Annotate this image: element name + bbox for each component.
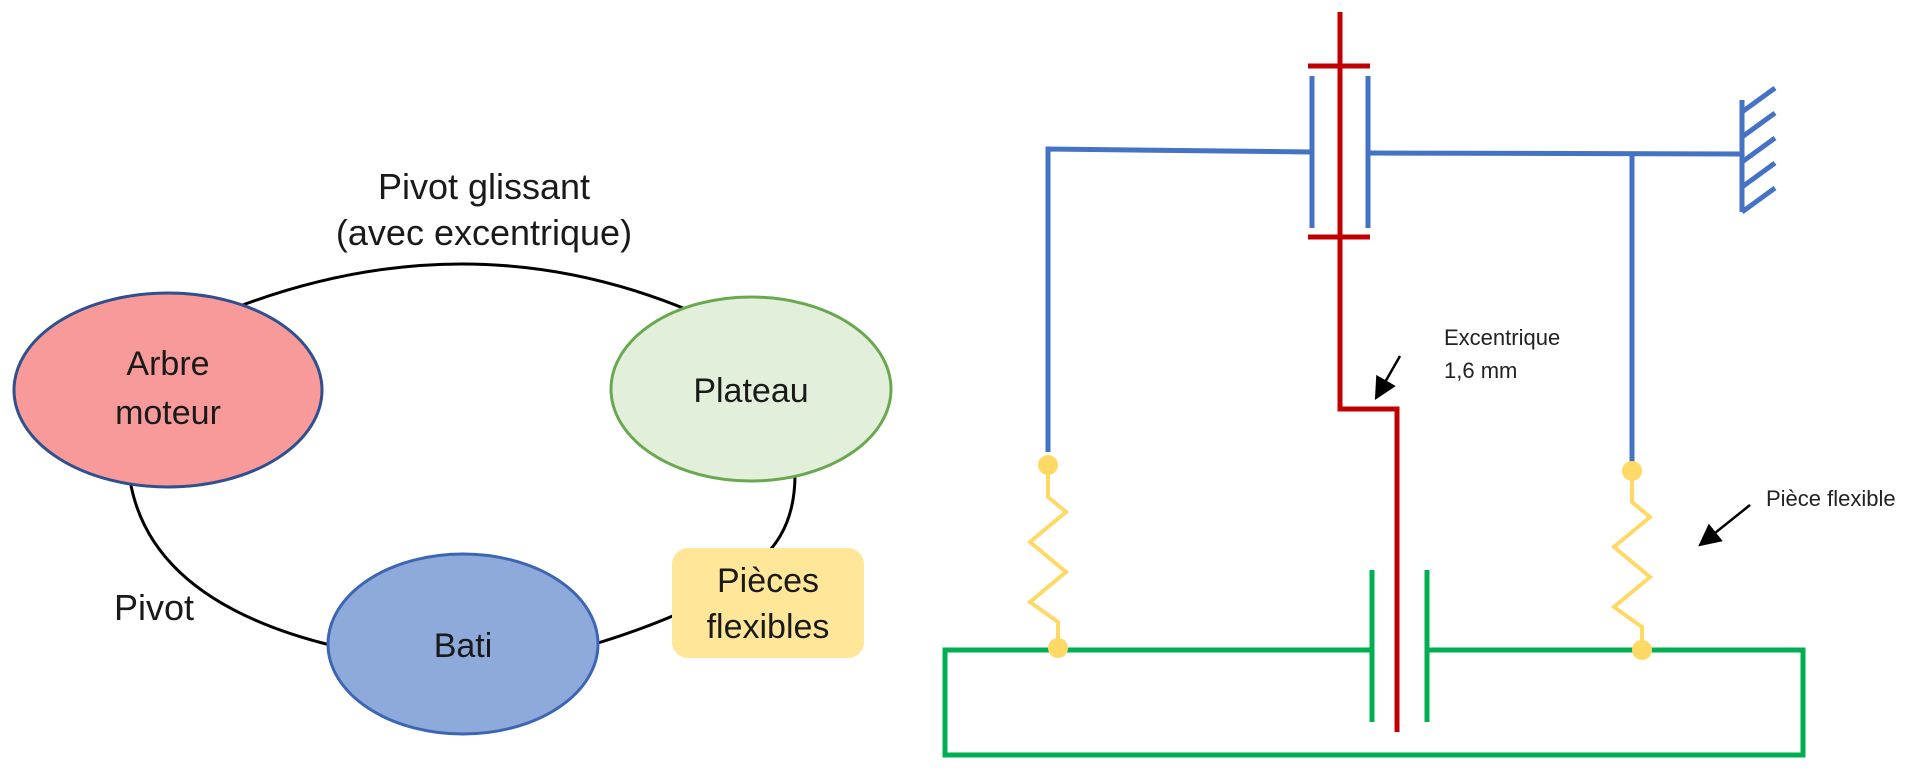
arrow-piece-flexible xyxy=(1698,504,1751,547)
edge-pivot xyxy=(128,479,331,647)
label-pivot-glissant: Pivot glissant xyxy=(378,166,590,207)
edge-bati-flex xyxy=(597,613,676,645)
bati-left-bar xyxy=(942,647,1806,758)
plateau-left-arm xyxy=(1045,146,1313,452)
node-plateau-label: Plateau xyxy=(693,372,808,410)
spring-right xyxy=(1610,461,1654,660)
node-flex-label-line1: Pièces xyxy=(717,562,819,600)
node-arbre-label-line2: moteur xyxy=(115,394,221,432)
node-arbre-label-line1: Arbre xyxy=(126,345,209,383)
kinematic-schematic: Excentrique 1,6 mm Pièce flexible xyxy=(942,12,1896,758)
arbre-shaft-path xyxy=(1337,12,1400,732)
spring-right-bottom-joint xyxy=(1632,640,1652,660)
spring-left-top-joint xyxy=(1038,455,1058,475)
spring-left-bottom-joint xyxy=(1048,638,1068,658)
node-arbre-moteur xyxy=(12,291,324,489)
node-bati-label: Bati xyxy=(434,627,493,665)
edge-pivot-glissant xyxy=(239,262,689,312)
node-bati xyxy=(326,552,600,736)
node-plateau xyxy=(609,295,893,483)
annotation-piece-flexible: Pièce flexible xyxy=(1766,486,1896,511)
annotation-excentrique-line1: Excentrique xyxy=(1444,325,1560,350)
ground-symbol xyxy=(1739,85,1777,215)
label-avec-excentrique: (avec excentrique) xyxy=(336,212,632,253)
node-pieces-flexibles xyxy=(672,548,864,658)
plateau-right-arm xyxy=(1367,150,1743,157)
edge-flex-plateau xyxy=(759,474,797,562)
spring-left xyxy=(1026,455,1070,658)
node-flex-label-line2: flexibles xyxy=(707,608,830,646)
arbre-shaft xyxy=(1308,12,1400,732)
annotation-excentrique-line2: 1,6 mm xyxy=(1444,358,1517,383)
plateau-body xyxy=(1045,76,1743,470)
bati-frame xyxy=(942,570,1806,758)
liaison-graph: Pivot glissant (avec excentrique) Pivot … xyxy=(12,166,893,736)
spring-right-top-joint xyxy=(1622,461,1642,481)
label-pivot: Pivot xyxy=(114,587,194,628)
arrow-excentrique xyxy=(1374,355,1402,400)
